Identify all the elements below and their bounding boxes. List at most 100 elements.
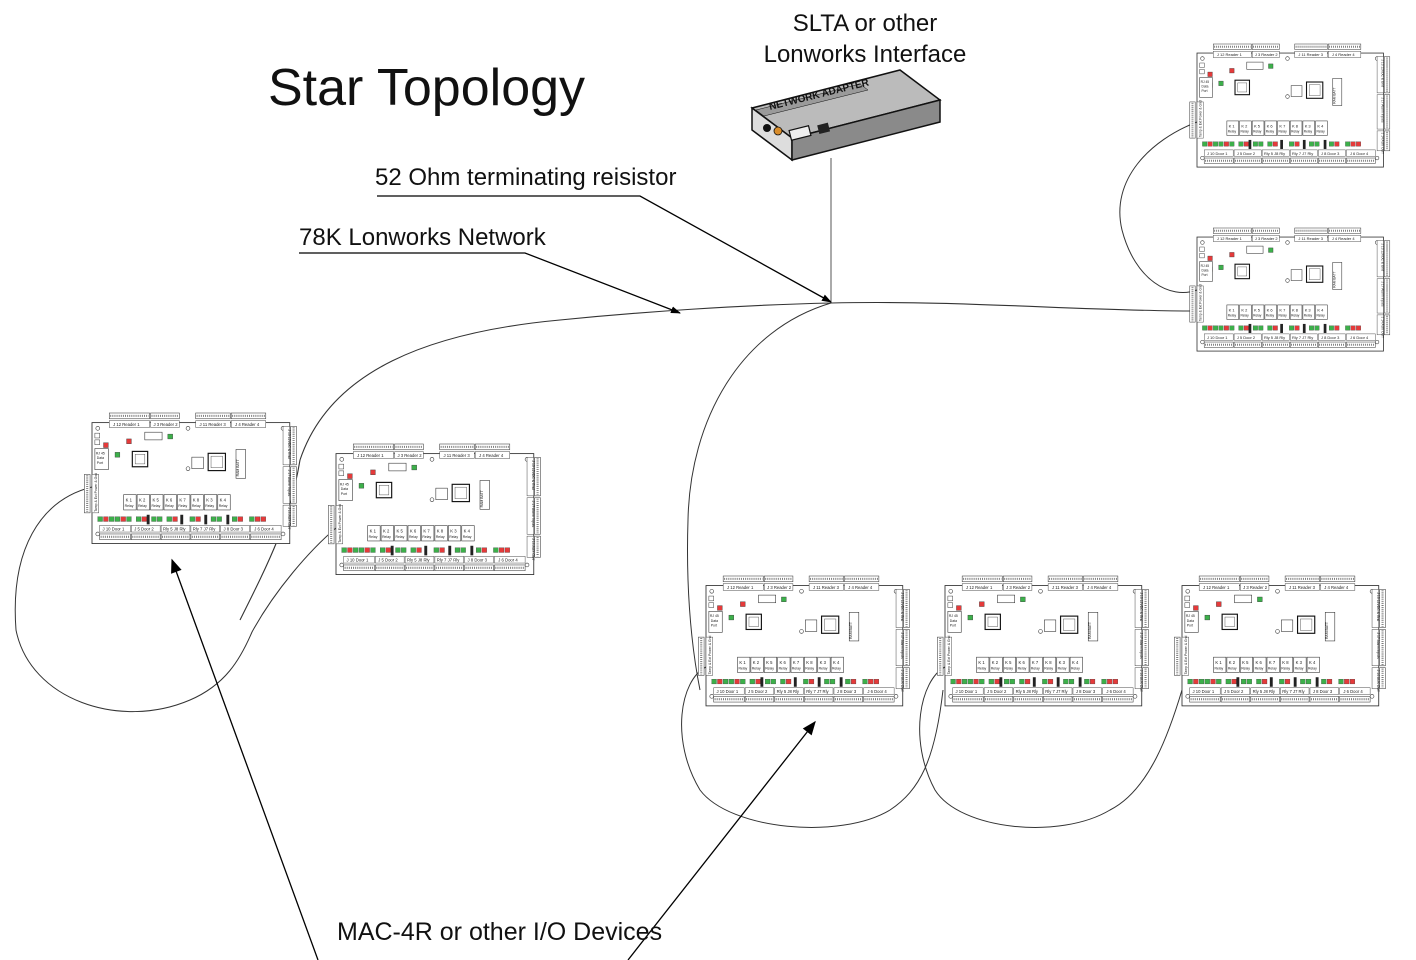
header-door-1: J 10 Door 1 <box>1207 335 1228 340</box>
memory-chip <box>820 615 840 634</box>
interface-label: SLTA or other Lonworks Interface <box>740 8 990 70</box>
header-door-4: J 6 Door 4 <box>1343 689 1363 694</box>
terminator-label: 52 Ohm terminating reisistor <box>375 164 677 191</box>
relay-sub: Relay <box>396 535 405 539</box>
relay-sub: Relay <box>752 667 761 671</box>
led-red <box>126 438 132 444</box>
bottom-terminals <box>343 564 526 572</box>
header-reader-3: J 11 Reader 3 <box>200 422 227 427</box>
led-green <box>1268 247 1274 253</box>
relay-sub: Relay <box>991 667 1000 671</box>
board-bottom-2: J 12 Reader 1 J 3 Reader 2 J 11 Reader 3… <box>937 575 1149 707</box>
side-left-label: Tamp & Ext Power & Gnd <box>1184 635 1188 674</box>
relay-k1: K 1 <box>1229 123 1236 128</box>
relay-k8: K 8 <box>437 528 444 533</box>
relay-row: K 1 K 2 K 5 K 6 K 7 K 8 K 3 K 4 Relay Re… <box>123 494 231 511</box>
header-door-4: J 6 Door 4 <box>867 689 887 694</box>
header-reader-1: J 12 Reader 1 <box>1217 52 1243 57</box>
header-door-1: J 10 Door 1 <box>717 689 739 694</box>
bottom-terminals <box>1189 696 1371 703</box>
side-right-label-3: J 14 AUX OUT <box>1381 133 1385 154</box>
relay-k1: K 1 <box>1215 660 1222 665</box>
relay-k4: K 4 <box>220 497 227 502</box>
relay-sub: Relay <box>205 504 214 508</box>
relay-sub: Relay <box>219 504 228 508</box>
relay-sub: Relay <box>409 535 418 539</box>
data-port-line1: RJ 45 <box>96 451 105 455</box>
top-terminals <box>722 575 880 583</box>
relay-sub: Relay <box>1228 667 1237 671</box>
memory-chip <box>1296 615 1316 634</box>
relay-k4: K 4 <box>1317 123 1324 128</box>
header-reader-2: J 3 Reader 2 <box>1006 585 1031 590</box>
left-device-loop <box>14 486 337 713</box>
relay-sub: Relay <box>738 667 747 671</box>
top-terminals <box>1213 43 1362 50</box>
relay-sub: Relay <box>125 504 134 508</box>
relay-sub: Relay <box>1295 667 1304 671</box>
header-reader-1: J 12 Reader 1 <box>1203 585 1230 590</box>
top-right-loop <box>1119 121 1198 293</box>
relay-sub: Relay <box>436 535 445 539</box>
data-port-line3: Port <box>1202 273 1208 277</box>
data-port-line3: Port <box>711 624 717 628</box>
relay-sub: Relay <box>779 667 788 671</box>
relay-k1: K 1 <box>978 660 985 665</box>
header-reader-3: J 11 Reader 3 <box>1052 585 1079 590</box>
header-reader-2: J 3 Reader 2 <box>1243 585 1268 590</box>
relay-k4: K 4 <box>464 528 471 533</box>
processor-chip <box>745 613 762 631</box>
relay-row: K 1 K 2 K 5 K 6 K 7 K 8 K 3 K 4 Relay Re… <box>367 525 475 542</box>
header-door-1: J 10 Door 1 <box>347 558 369 563</box>
adapter-port-black <box>763 124 771 132</box>
terminator-leader <box>377 195 832 303</box>
memory-chip <box>1305 81 1324 99</box>
led-green <box>358 483 365 489</box>
relay-sub: Relay <box>1291 130 1300 134</box>
relay-sub: Relay <box>1253 314 1262 318</box>
relay-k2: K 2 <box>139 497 146 502</box>
board-top-right-2: J 12 Reader 1 J 3 Reader 2 J 11 Reader 3… <box>1189 227 1391 352</box>
relay-k3: K 3 <box>820 660 827 665</box>
header-reader-2: J 3 Reader 2 <box>153 422 178 427</box>
relay-sub: Relay <box>1240 130 1249 134</box>
relay-sub: Relay <box>805 667 814 671</box>
relay-sub: Relay <box>1004 667 1013 671</box>
data-port-line2: Data <box>1202 268 1209 272</box>
processor-chip <box>984 613 1001 631</box>
interface-label-line1: SLTA or other <box>792 10 938 37</box>
header-rly-8: Rly 5 J8 Rly <box>1016 689 1039 694</box>
relay-k7: K 7 <box>423 528 430 533</box>
processor-chip <box>1221 613 1238 631</box>
relay-k2: K 2 <box>383 528 390 533</box>
bottom-terminals <box>99 533 282 541</box>
relay-k5: K 5 <box>1242 660 1249 665</box>
relay-k6: K 6 <box>1267 307 1274 312</box>
top-terminals <box>352 443 511 451</box>
relay-k7: K 7 <box>179 497 186 502</box>
side-left-label: Tamp & Ext Power & Gnd <box>1199 100 1203 137</box>
relay-k7: K 7 <box>1032 660 1039 665</box>
relay-sub: Relay <box>1255 667 1264 671</box>
header-reader-4: J 4 Reader 4 <box>1332 236 1356 241</box>
data-port-line2: Data <box>950 619 957 623</box>
header-rly-8: Rly 5 J8 Rly <box>407 558 430 563</box>
relay-sub: Relay <box>369 535 378 539</box>
led-strip <box>1202 323 1361 333</box>
relay-sub: Relay <box>165 504 174 508</box>
led-strip <box>711 677 879 687</box>
relay-k3: K 3 <box>1059 660 1066 665</box>
adapter-serial-port <box>788 125 812 141</box>
ram-batt-label: RAM BATT <box>1332 272 1336 288</box>
relay-k8: K 8 <box>193 497 200 502</box>
relay-sub: Relay <box>138 504 147 508</box>
ram-batt-label: RAM BATT <box>1088 621 1092 639</box>
relay-k2: K 2 <box>753 660 760 665</box>
side-right-label-2: J 17 Alarm Inputs <box>531 501 535 528</box>
top-terminals <box>108 412 267 420</box>
led-strip <box>97 514 266 525</box>
relay-k8: K 8 <box>1292 123 1299 128</box>
board-left-1: J 12 Reader 1 J 3 Reader 2 J 11 Reader 3… <box>84 412 297 544</box>
ram-batt-label: RAM BATT <box>1332 88 1336 104</box>
bottom-terminals <box>1203 157 1376 164</box>
